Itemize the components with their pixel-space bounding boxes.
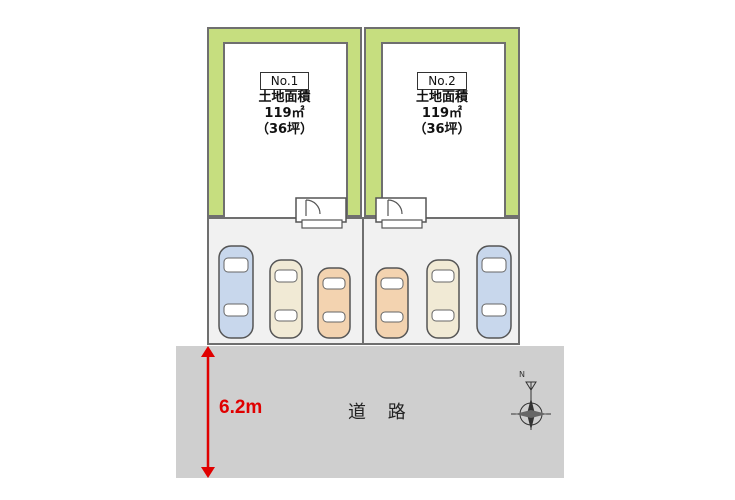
lot-1-label: No.1 土地面積 119㎡ （36坪）	[207, 70, 362, 138]
compass-icon	[511, 381, 551, 430]
car-icon	[218, 245, 254, 339]
lot-1-entrance-icon	[295, 197, 347, 229]
road-area	[176, 346, 564, 478]
car-icon	[426, 259, 460, 339]
lot-2-area-label: 土地面積	[415, 90, 468, 105]
road-width-label: 6.2m	[219, 397, 263, 418]
car-icon	[476, 245, 512, 339]
road-width-arrow-icon	[201, 346, 215, 478]
compass-north-label: N	[519, 370, 525, 379]
road-label: 道 路	[348, 402, 414, 423]
lot-1-tsubo: （36坪）	[255, 122, 314, 137]
lot-2-label: No.2 土地面積 119㎡ （36坪）	[364, 70, 520, 138]
lot-2-garden	[364, 27, 520, 219]
car-icon	[317, 267, 351, 339]
lot-1-area-label: 土地面積	[258, 90, 311, 105]
lot-2-number: No.2	[417, 72, 467, 90]
lot-1-number: No.1	[259, 72, 310, 90]
lot-2-building-area	[381, 42, 506, 219]
lot-2-entrance-icon	[375, 197, 427, 229]
lot-2-tsubo: （36坪）	[413, 122, 471, 137]
car-icon	[269, 259, 303, 339]
lot-1-area: 119㎡	[264, 106, 305, 121]
car-icon	[375, 267, 409, 339]
lot-2-area: 119㎡	[421, 106, 463, 121]
